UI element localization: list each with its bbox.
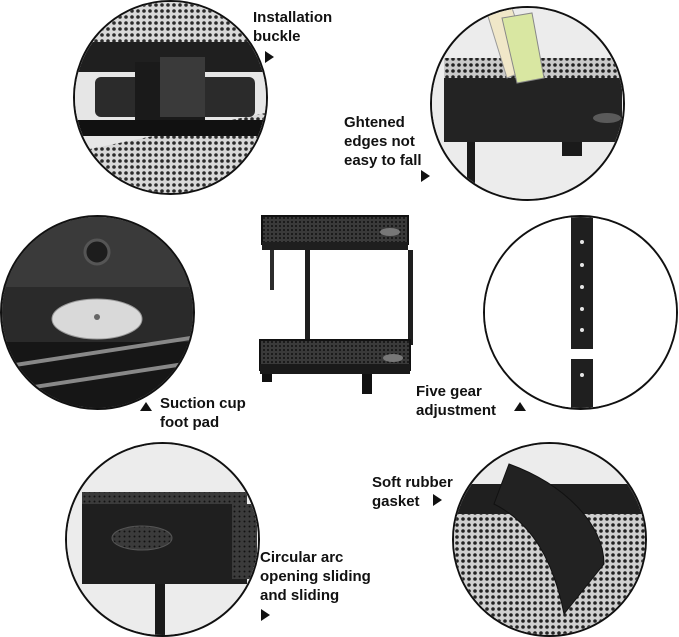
detail-circle-soft-rubber — [452, 442, 647, 637]
installation-buckle-image — [75, 2, 266, 193]
detail-circle-circular-arc — [65, 442, 260, 637]
detail-circle-installation-buckle — [73, 0, 268, 195]
product-rack-image — [250, 212, 430, 402]
arrow-right-icon — [265, 51, 274, 63]
tightened-edges-image — [432, 8, 623, 199]
arrow-right-icon — [261, 609, 270, 621]
suction-cup-image — [2, 217, 193, 408]
soft-rubber-image — [454, 444, 645, 635]
arrow-right-icon — [433, 494, 442, 506]
arrow-up-icon — [140, 402, 152, 411]
callout-installation-buckle: Installation buckle — [253, 9, 333, 45]
callout-suction-cup: Suction cup foot pad — [160, 395, 246, 431]
callout-circular-arc: Circular arc opening sliding and sliding — [260, 549, 371, 604]
detail-circle-suction-cup — [0, 215, 195, 410]
callout-tightened-edges: Ghtened edges not easy to fall — [344, 114, 422, 169]
circular-arc-image — [67, 444, 258, 635]
arrow-right-icon — [421, 170, 430, 182]
detail-circle-tightened-edges — [430, 6, 625, 201]
five-gear-image — [485, 217, 676, 408]
detail-circle-five-gear — [483, 215, 678, 410]
callout-soft-rubber: Soft rubber gasket — [372, 474, 453, 510]
arrow-up-icon — [514, 402, 526, 411]
callout-five-gear: Five gear adjustment — [416, 383, 497, 419]
